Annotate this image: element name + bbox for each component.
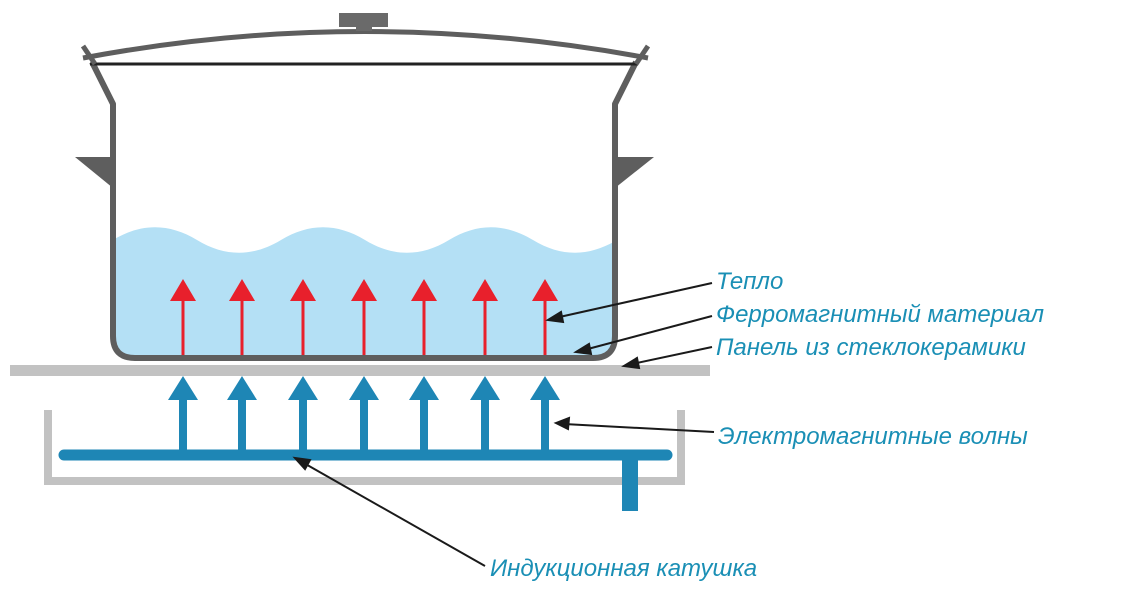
em-arrow-shaft xyxy=(360,399,368,452)
leader-ferro xyxy=(583,315,713,351)
heat-arrow-head xyxy=(170,279,196,301)
em-arrow-head xyxy=(530,376,560,400)
label-coil: Индукционная катушка xyxy=(490,555,757,582)
heat-arrow-shaft xyxy=(301,300,305,355)
em-arrow-head xyxy=(349,376,379,400)
heat-arrow-shaft xyxy=(483,300,487,355)
em-wave-arrows xyxy=(168,376,560,452)
leader-heat-arrowhead xyxy=(545,310,565,324)
em-arrow-shaft xyxy=(420,399,428,452)
lid-left-edge xyxy=(80,44,98,66)
leader-panel-arrowhead xyxy=(621,356,641,370)
coil-lead xyxy=(622,458,638,511)
lid-knob xyxy=(339,13,388,27)
lid-knob-stem xyxy=(356,24,372,31)
leader-coil xyxy=(301,461,486,567)
em-arrow-head xyxy=(409,376,439,400)
pot-lid xyxy=(82,29,649,61)
em-arrow-shaft xyxy=(238,399,246,452)
heat-arrow-shaft xyxy=(362,300,366,355)
heat-arrow-shaft xyxy=(181,300,185,355)
em-arrow-head xyxy=(168,376,198,400)
label-heat: Тепло xyxy=(716,268,783,295)
heat-arrow-head xyxy=(351,279,377,301)
leader-lines xyxy=(292,282,715,567)
coil-housing xyxy=(44,410,685,485)
heat-arrow-head xyxy=(411,279,437,301)
em-arrow-shaft xyxy=(179,399,187,452)
pot-handle-left xyxy=(75,157,113,188)
em-arrow-head xyxy=(227,376,257,400)
label-ferromagnetic: Ферромагнитный материал xyxy=(716,301,1044,328)
heat-arrow-head xyxy=(532,279,558,301)
label-em-waves: Электромагнитные волны xyxy=(718,423,1028,450)
leader-em-arrowhead xyxy=(553,416,571,431)
leader-em xyxy=(563,423,715,433)
heat-arrow-shaft xyxy=(543,300,547,355)
leader-coil-arrowhead xyxy=(292,456,312,471)
em-arrow-shaft xyxy=(481,399,489,452)
lid-right-edge xyxy=(633,44,651,66)
heat-arrow-head xyxy=(290,279,316,301)
heat-arrow-head xyxy=(229,279,255,301)
pot-handle-right xyxy=(615,157,654,188)
glass-ceramic-panel xyxy=(10,365,710,376)
em-arrow-shaft xyxy=(541,399,549,452)
em-arrow-head xyxy=(470,376,500,400)
em-arrow-head xyxy=(288,376,318,400)
label-glass-panel: Панель из стеклокерамики xyxy=(716,334,1026,361)
em-arrow-shaft xyxy=(299,399,307,452)
heat-arrow-shaft xyxy=(240,300,244,355)
leader-heat xyxy=(554,282,713,319)
heat-arrow-head xyxy=(472,279,498,301)
heat-arrows xyxy=(170,279,558,355)
leader-panel xyxy=(631,346,713,365)
leader-ferro-arrowhead xyxy=(573,342,593,356)
heat-arrow-shaft xyxy=(422,300,426,355)
